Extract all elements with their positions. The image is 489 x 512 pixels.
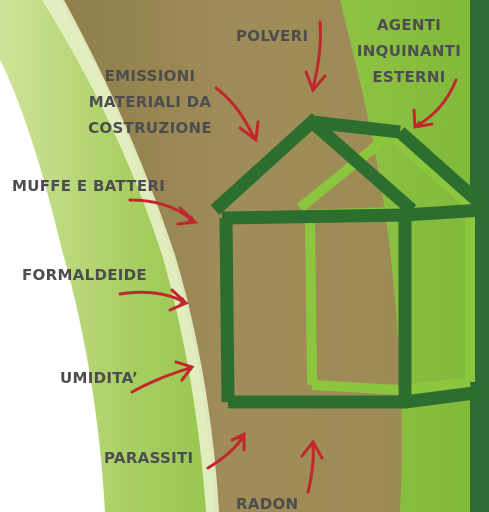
arrow-icon-parassiti-b <box>230 431 246 452</box>
label-muffe-e-batteri: MUFFE E BATTERI <box>12 177 166 195</box>
label-emissioni-line1: EMISSIONI <box>104 67 196 85</box>
label-agenti-line2: INQUINANTI <box>356 42 462 60</box>
label-emissioni-materiali: EMISSIONI MATERIALI DA COSTRUZIONE <box>84 63 216 141</box>
house-icon <box>210 113 487 409</box>
label-formaldeide: FORMALDEIDE <box>22 266 147 284</box>
arrow-icon-formaldeide <box>118 290 188 304</box>
label-agenti-line3: ESTERNI <box>372 68 446 86</box>
arrow-icon-polveri <box>310 20 322 92</box>
arrow-icon-emissioni <box>214 86 257 142</box>
arrow-icon-umidita-b <box>174 360 195 382</box>
arrows <box>118 20 458 494</box>
left-green-band <box>0 0 215 512</box>
label-emissioni-line2: MATERIALI DA <box>88 93 212 111</box>
right-dark-bar <box>470 0 489 512</box>
arrow-icon-polveri-b <box>304 70 327 93</box>
label-polveri: POLVERI <box>236 27 309 45</box>
arrow-icon-agenti <box>414 78 458 128</box>
label-radon: RADON <box>236 495 299 512</box>
label-agenti-inquinanti-esterni: AGENTI INQUINANTI ESTERNI <box>355 12 463 90</box>
label-agenti-line1: AGENTI <box>376 16 442 34</box>
label-parassiti: PARASSITI <box>104 449 194 467</box>
arrow-icon-radon <box>306 440 318 494</box>
label-emissioni-line3: COSTRUZIONE <box>88 119 212 137</box>
arrow-icon-formaldeide-b <box>168 288 189 312</box>
arrow-icon-parassiti <box>206 434 245 470</box>
arrow-icon-agenti-b <box>412 108 434 129</box>
arrow-icon-muffe-b <box>176 206 199 226</box>
arrow-icon-emissioni-b <box>238 120 260 143</box>
arrow-icon-umidita <box>130 365 194 394</box>
label-umidita: UMIDITA’ <box>60 369 139 387</box>
arrow-icon-radon-b <box>300 439 324 460</box>
